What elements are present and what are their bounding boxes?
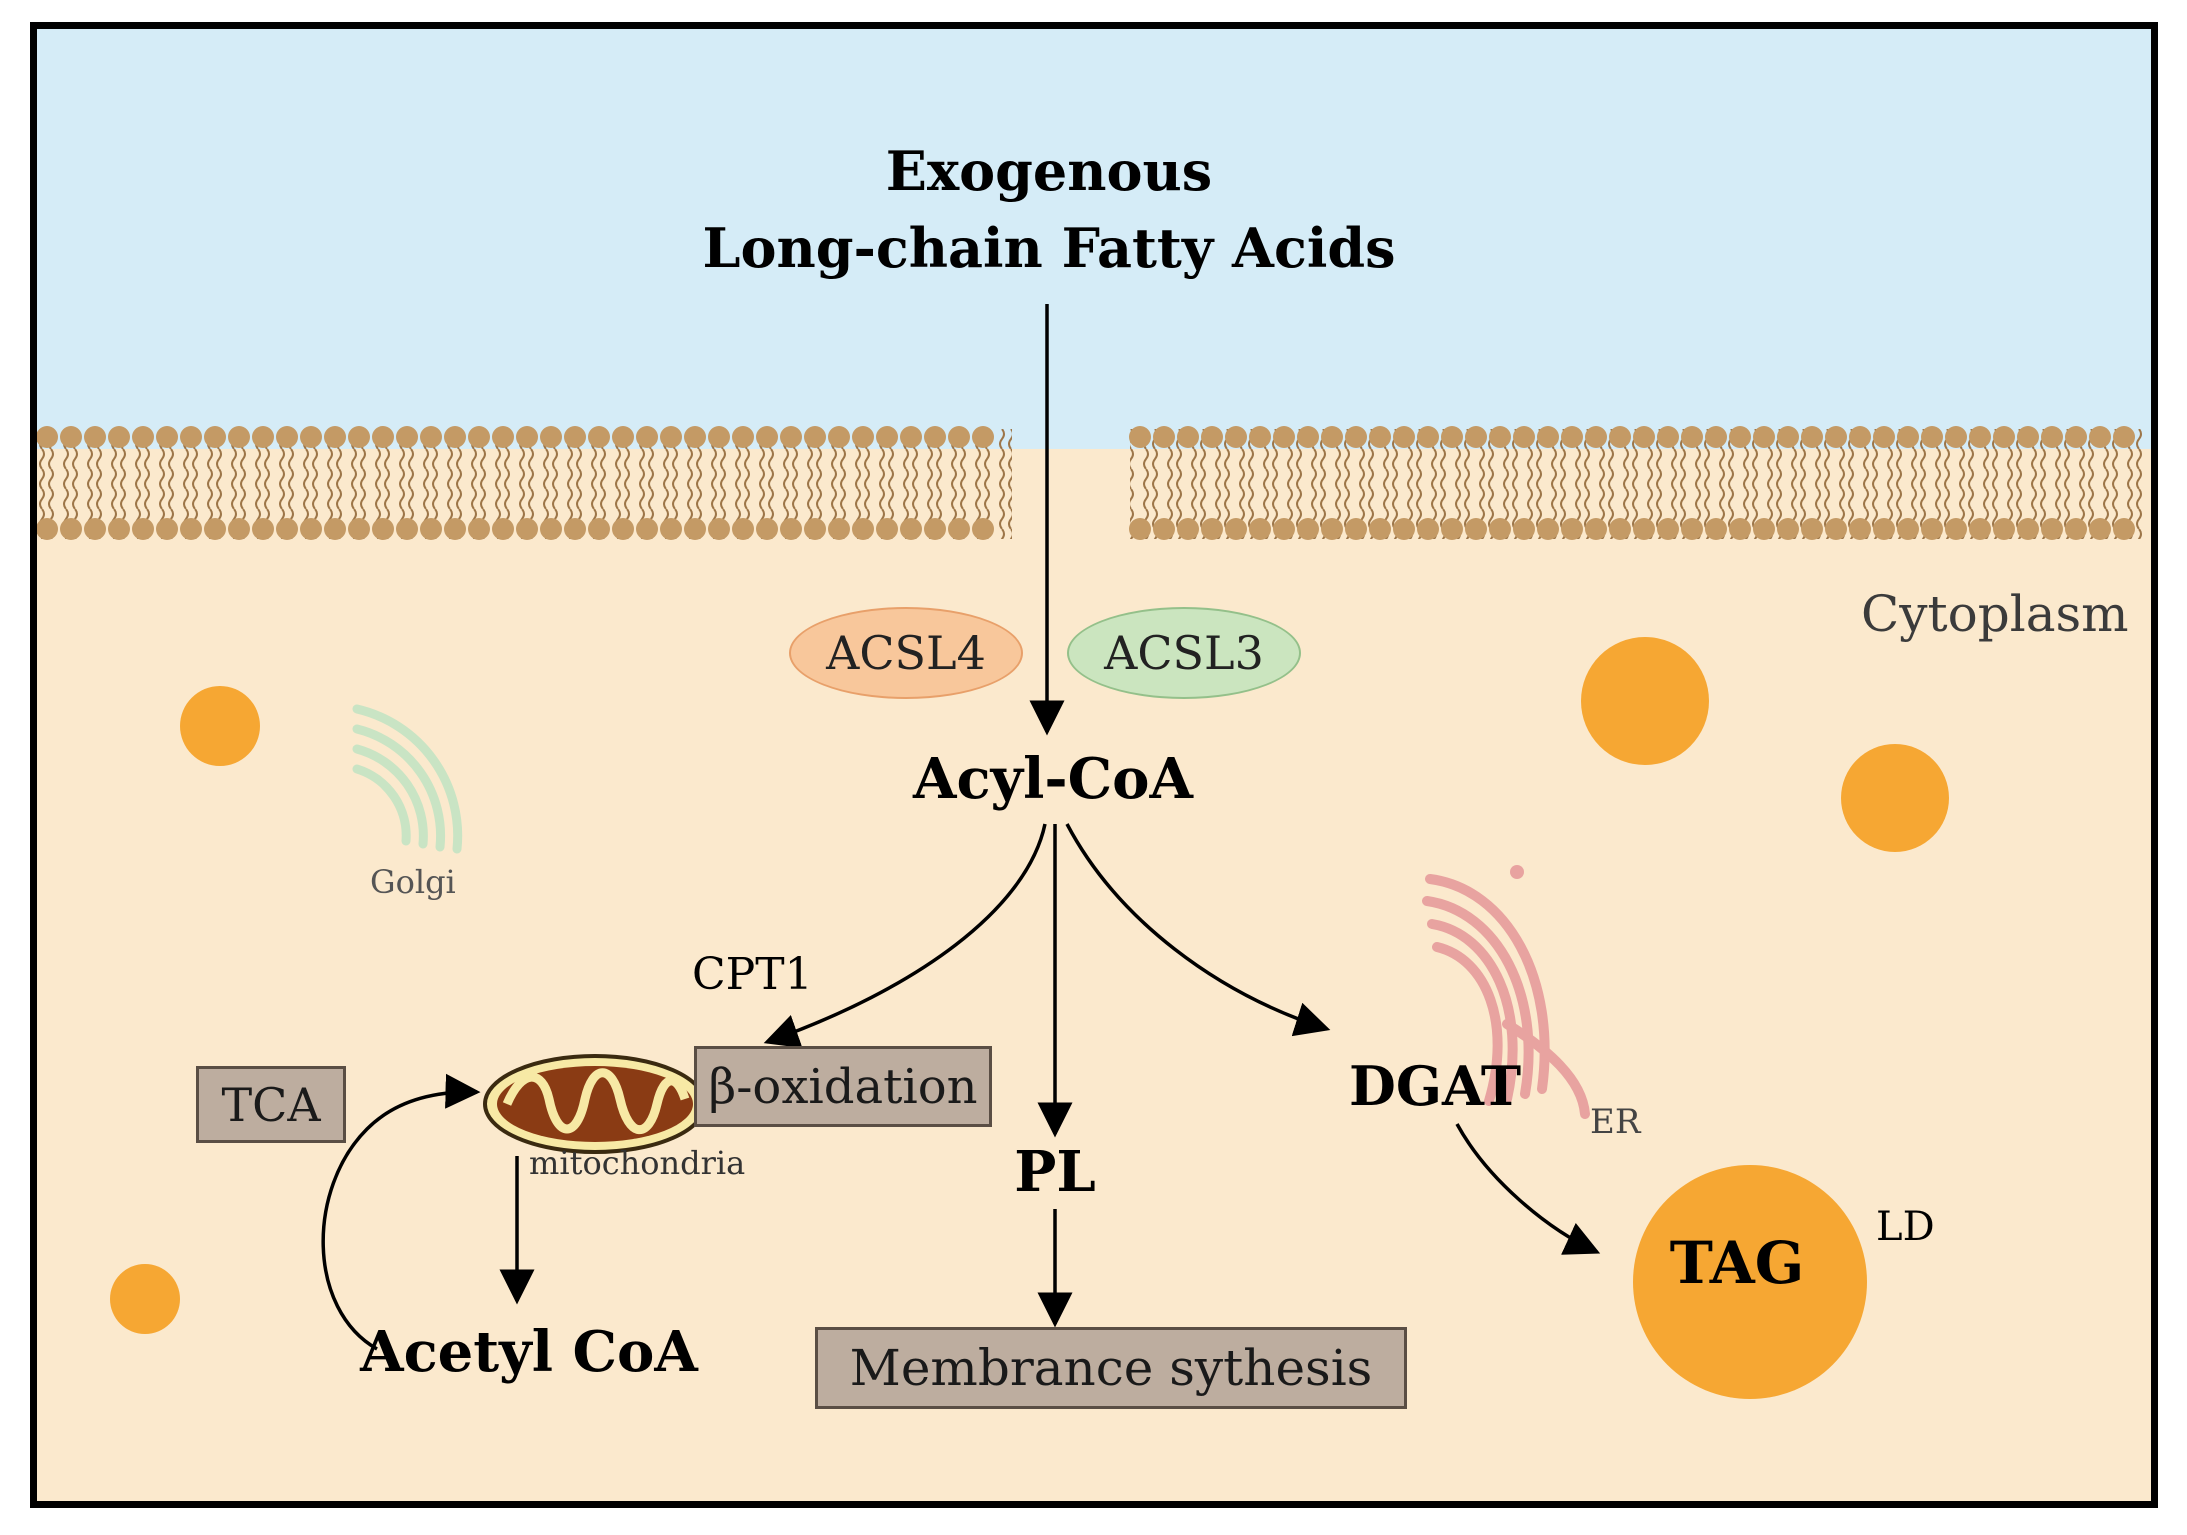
source-title-line1: Exogenous [885,139,1213,203]
arrow-dgat-to-tag [1455,1123,1601,1255]
arrow-acylcoa-to-dgat [1065,823,1331,1037]
acyl-coa-label: Acyl-CoA [913,746,1193,812]
acsl4-enzyme: ACSL4 [789,607,1023,699]
acetyl-coa-label: Acetyl CoA [360,1319,698,1385]
source-title-line2: Long-chain Fatty Acids [702,216,1396,280]
arrow-acetyl-to-mito [321,1073,481,1351]
er-label: ER [1590,1102,1641,1142]
tag-label: TAG [1669,1229,1805,1297]
lipid-droplet [1581,637,1709,765]
er-icon [1422,865,1590,1119]
acsl3-enzyme: ACSL3 [1067,607,1301,699]
extracellular-space [37,29,2151,449]
membrane-left [37,426,1012,540]
tca-box: TCA [196,1066,346,1143]
cpt1-label: CPT1 [692,949,813,1000]
cytoplasm-label: Cytoplasm [1861,585,2129,643]
dgat-label: DGAT [1349,1054,1522,1118]
golgi-label: Golgi [370,863,456,901]
beta-oxidation-box: β-oxidation [694,1046,992,1127]
ld-label: LD [1876,1204,1935,1250]
mitochondria-label: mitochondria [529,1144,746,1182]
lipid-droplet [110,1264,180,1334]
arrow-acylcoa-to-beta-oxidation [763,823,1047,1048]
mitochondria-icon [483,1054,707,1154]
membrane-right [1129,426,2151,540]
membrane-synthesis-box: Membrance sythesis [815,1327,1407,1409]
lipid-droplet [180,686,260,766]
pl-label: PL [1014,1139,1096,1205]
lipid-droplet-tag [1633,1165,1867,1399]
diagram-frame: Exogenous Long-chain Fatty Acids Cytopla… [30,22,2158,1508]
golgi-icon [352,704,463,854]
lipid-droplet [1841,744,1949,852]
